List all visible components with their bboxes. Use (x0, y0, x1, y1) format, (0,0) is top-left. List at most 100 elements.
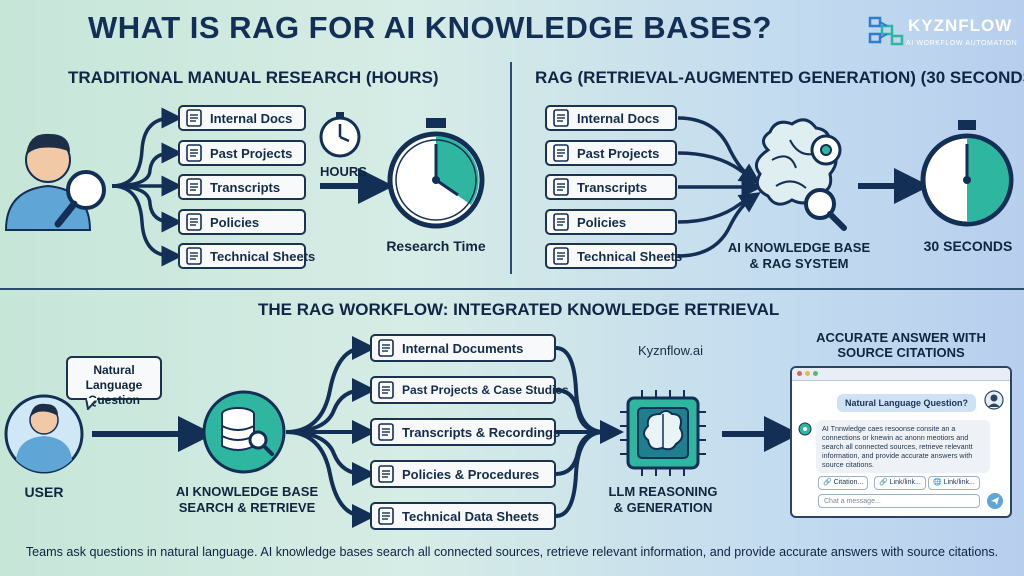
brand-mark-icon (868, 16, 904, 46)
doc-label: Policies (210, 214, 260, 230)
workflow-heading: THE RAG WORKFLOW: INTEGRATED KNOWLEDGE R… (258, 300, 780, 319)
chat-question-bubble: Natural Language Question? (836, 394, 976, 412)
llm-label: LLM REASONING & GENERATION (600, 484, 726, 516)
brain-gear-icon (754, 118, 847, 231)
rag-doc-internal-docs: Internal Docs (545, 105, 677, 131)
rag-doc-policies: Policies (545, 209, 677, 235)
llm-label-line2: & GENERATION (613, 500, 713, 515)
source-past-projects: Past Projects & Case Studies (370, 376, 569, 404)
search-retrieve-label: AI KNOWLEDGE BASE SEARCH & RETRIEVE (172, 484, 322, 516)
document-icon (186, 178, 202, 196)
question-bubble: Natural Language Question (66, 356, 162, 407)
document-icon (553, 178, 569, 196)
bot-avatar-icon (798, 422, 812, 436)
small-clock-icon (319, 112, 361, 158)
citation-chip[interactable]: 🔗 Citation... (818, 476, 869, 490)
doc-label: Internal Docs (577, 110, 660, 126)
doc-label: Policies (577, 214, 627, 230)
source-internal-documents: Internal Documents (370, 334, 556, 362)
horizontal-divider (0, 288, 1024, 290)
document-icon (553, 213, 569, 231)
document-icon (186, 213, 202, 231)
brand-logo: KYZNFLOW AI WORKFLOW AUTOMATION (868, 14, 1018, 54)
site-label: Kyznflow.ai (638, 343, 704, 358)
search-label-line2: SEARCH & RETRIEVE (178, 500, 316, 515)
vertical-divider (510, 62, 512, 274)
document-icon (378, 423, 394, 441)
doc-label: Transcripts (210, 179, 281, 195)
rag-doc-transcripts: Transcripts (545, 174, 677, 200)
stopwatch-fast-icon (920, 120, 1014, 227)
traditional-heading: TRADITIONAL MANUAL RESEARCH (HOURS) (68, 68, 439, 87)
citation-chip-label: Citation... (833, 479, 864, 486)
document-icon (186, 109, 202, 127)
link-chip-label: Link/link... (943, 479, 975, 486)
source-label: Past Projects & Case Studies (402, 383, 569, 397)
maximize-dot-icon (813, 371, 818, 376)
rag-system-label-line1: AI KNOWLEDGE BASE (727, 240, 871, 255)
workflow-fan-out-arrows (285, 336, 376, 528)
doc-label: Past Projects (577, 145, 660, 161)
close-dot-icon (797, 371, 802, 376)
document-icon (186, 247, 202, 265)
source-label: Policies & Procedures (402, 466, 540, 482)
traditional-doc-internal-docs: Internal Docs (178, 105, 306, 131)
link-icon: 🔗 (879, 479, 890, 486)
traditional-doc-technical-sheets: Technical Sheets (178, 243, 315, 269)
answer-heading-line2: SOURCE CITATIONS (837, 345, 965, 360)
document-icon (378, 339, 394, 357)
chat-titlebar (792, 368, 1010, 381)
doc-label: Technical Sheets (210, 248, 316, 264)
chat-message-input[interactable]: Chat a message... (818, 494, 980, 508)
link-chip-2[interactable]: 🌐 Link/link... (928, 476, 980, 490)
document-icon (553, 144, 569, 162)
research-time-label: Research Time (386, 238, 486, 254)
workflow-fan-in-arrows (555, 346, 624, 518)
rag-system-label: AI KNOWLEDGE BASE & RAG SYSTEM (724, 240, 874, 272)
link-chip-label: Link/link... (889, 479, 921, 486)
stopwatch-icon (387, 118, 485, 229)
hours-label: HOURS (320, 164, 367, 179)
answer-heading: ACCURATE ANSWER WITH SOURCE CITATIONS (790, 330, 1012, 360)
user-label: USER (24, 484, 64, 500)
bubble-tail-icon (84, 398, 100, 410)
rag-system-label-line2: & RAG SYSTEM (749, 256, 849, 271)
search-label-line1: AI KNOWLEDGE BASE (175, 484, 319, 499)
minimize-dot-icon (805, 371, 810, 376)
link-icon: 🔗 (823, 479, 834, 486)
page-title: WHAT IS RAG FOR AI KNOWLEDGE BASES? (88, 10, 772, 45)
document-icon (378, 465, 394, 483)
chat-answer-bubble: AI Tnnwledge caes resoonse consite an a … (816, 420, 990, 473)
source-technical-data-sheets: Technical Data Sheets (370, 502, 556, 530)
source-policies: Policies & Procedures (370, 460, 556, 488)
document-icon (553, 109, 569, 127)
thirty-seconds-label: 30 SECONDS (923, 238, 1013, 254)
chat-window: Natural Language Question? AI Tnnwledge … (790, 366, 1012, 518)
traditional-doc-policies: Policies (178, 209, 306, 235)
source-label: Internal Documents (402, 340, 524, 356)
document-icon (553, 247, 569, 265)
doc-label: Past Projects (210, 145, 293, 161)
rag-heading: RAG (RETRIEVAL-AUGMENTED GENERATION) (30… (535, 68, 1024, 87)
source-transcripts: Transcripts & Recordings (370, 418, 560, 446)
rag-fan-arrows (677, 116, 763, 258)
question-bubble-line1: Natural Language (85, 363, 143, 392)
user-avatar-icon (4, 394, 84, 474)
document-icon (378, 381, 394, 399)
traditional-doc-past-projects: Past Projects (178, 140, 306, 166)
doc-label: Technical Sheets (577, 248, 683, 264)
send-icon[interactable] (986, 492, 1004, 510)
globe-icon: 🌐 (933, 479, 944, 486)
doc-label: Internal Docs (210, 110, 293, 126)
source-label: Transcripts & Recordings (402, 424, 561, 440)
footer-caption: Teams ask questions in natural language.… (25, 545, 999, 559)
link-chip-1[interactable]: 🔗 Link/link... (874, 476, 926, 490)
document-icon (378, 507, 394, 525)
question-bubble-line2: Question (87, 393, 140, 407)
rag-doc-technical-sheets: Technical Sheets (545, 243, 682, 269)
answer-heading-line1: ACCURATE ANSWER WITH (816, 330, 986, 345)
document-icon (186, 144, 202, 162)
source-label: Technical Data Sheets (402, 508, 540, 524)
